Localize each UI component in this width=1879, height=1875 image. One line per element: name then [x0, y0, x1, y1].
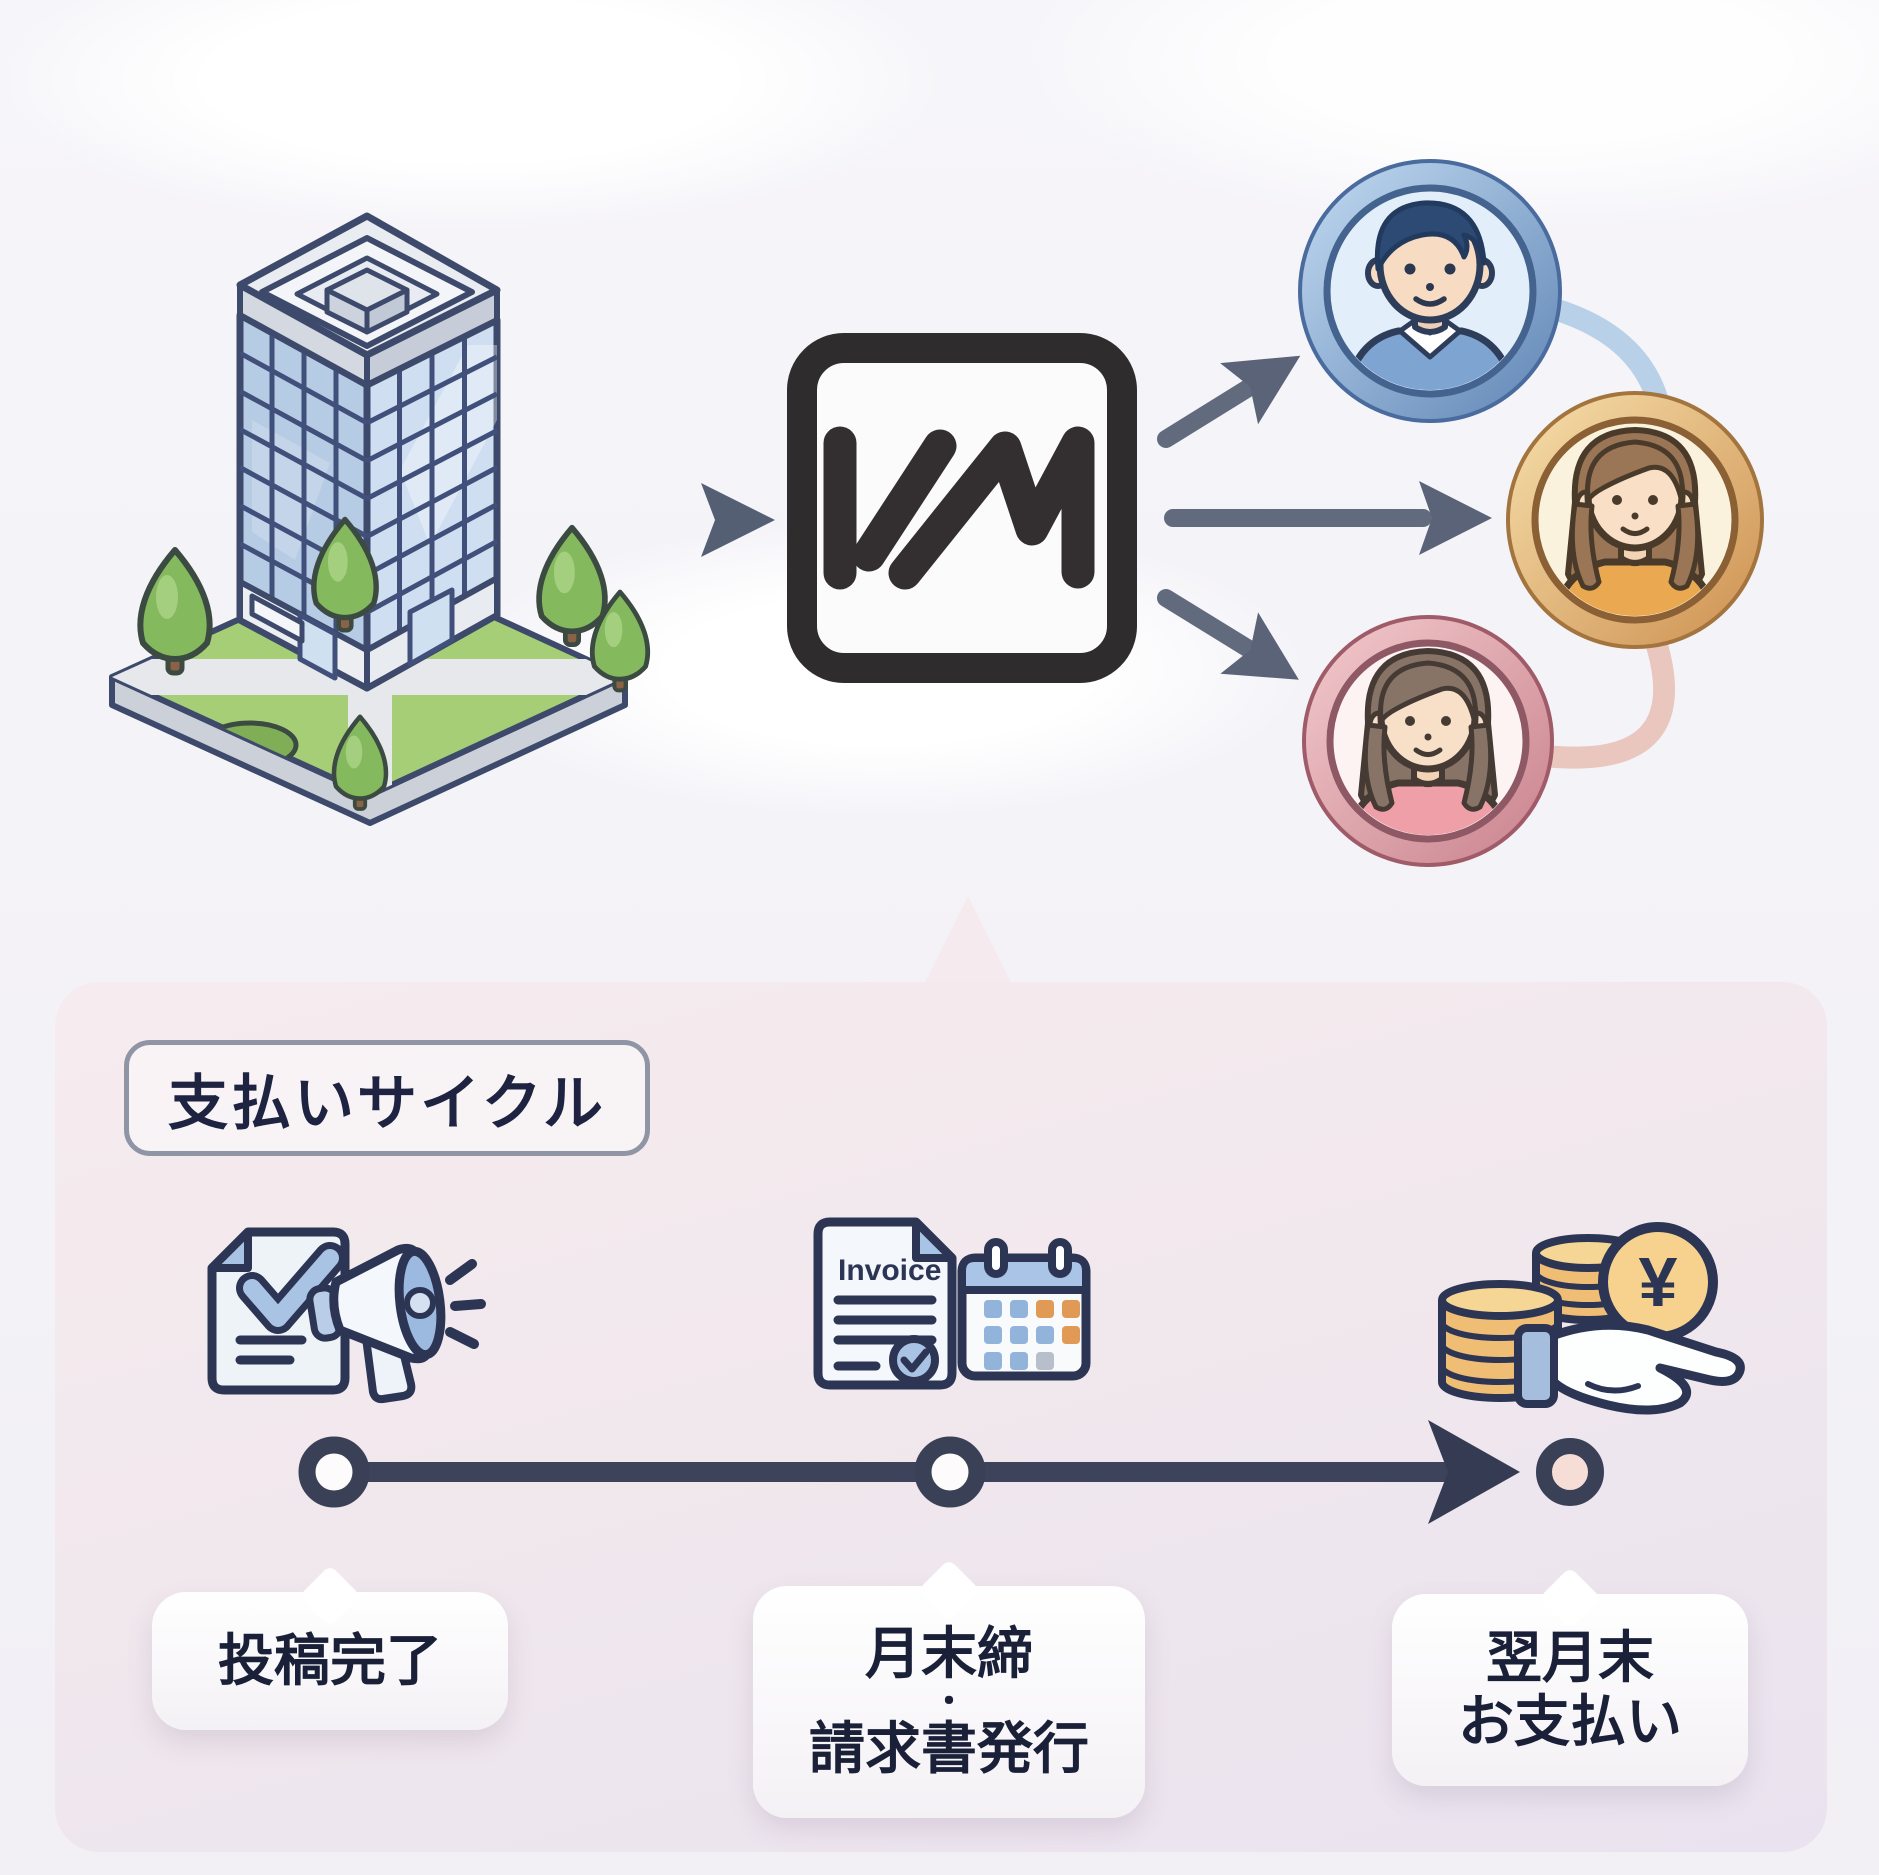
step-bubble-month-end-invoice: 月末締 ・ 請求書発行: [753, 1586, 1145, 1818]
step-bubble-text: お支払い: [1458, 1690, 1682, 1753]
invoice-calendar-icon: Invoice: [813, 1217, 1091, 1390]
arrow-platform-to-influencer-3: [1157, 589, 1299, 680]
female-avatar-gold-icon: [1506, 391, 1764, 649]
connector-arc-pink: [1534, 619, 1676, 769]
payment-cycle-label: 支払いサイクル: [124, 1040, 650, 1156]
timeline-arrowhead-icon: [1428, 1420, 1520, 1524]
panel-pointer-triangle: [924, 896, 1012, 984]
document-check-megaphone-icon: [207, 1227, 486, 1404]
step-bubble-separator-dot: ・: [932, 1682, 966, 1721]
timeline-node-2: [914, 1436, 986, 1508]
step-bubble-text: 請求書発行: [809, 1717, 1089, 1781]
male-avatar-icon: [1298, 159, 1562, 423]
step-bubble-next-month-payment: 翌月末 お支払い: [1392, 1594, 1748, 1786]
step-bubble-post-complete: 投稿完了: [152, 1592, 508, 1730]
arrow-platform-to-influencer-2: [1164, 481, 1492, 555]
yen-symbol: ¥: [1639, 1243, 1678, 1321]
female-avatar-pink-icon: [1302, 615, 1554, 867]
coins-in-hand-icon: ¥: [1438, 1222, 1745, 1415]
vm-logo-icon: [787, 333, 1137, 683]
payment-timeline: [298, 1420, 1604, 1524]
invoice-label: Invoice: [838, 1254, 941, 1287]
step-bubble-text: 月末締: [865, 1622, 1033, 1686]
step-bubble-text: 翌月末: [1486, 1625, 1654, 1689]
arrow-company-to-platform: [526, 483, 775, 557]
timeline-node-1: [298, 1436, 370, 1508]
company-building-icon: [109, 212, 648, 826]
timeline-node-3: [1536, 1438, 1604, 1506]
arrow-platform-to-influencer-1: [1157, 355, 1301, 448]
step-bubble-text: 投稿完了: [218, 1628, 442, 1692]
